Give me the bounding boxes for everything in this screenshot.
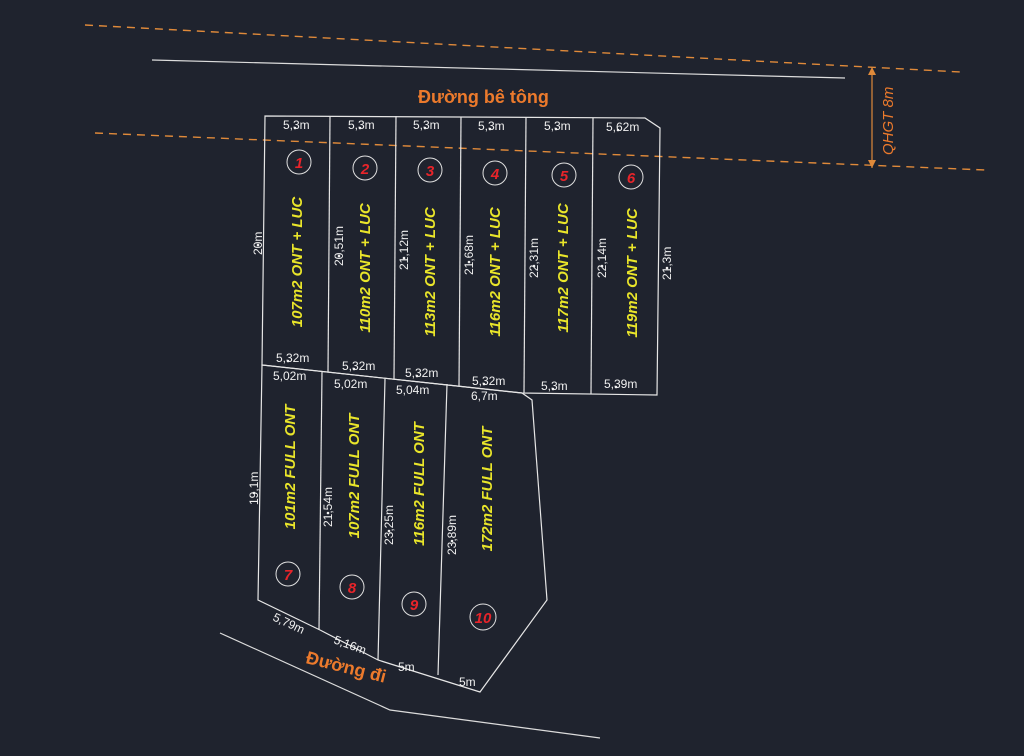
lot-5-number: 5 <box>560 168 569 185</box>
lot-8[interactable]: 5,02m 5,16m 21,54m 8 107m2 FULL ONT <box>321 377 368 657</box>
lot-5-bottom-dim: 5,3m <box>541 379 568 393</box>
qhgt-label: QHGT 8m <box>880 87 897 155</box>
lot-5-top-dim: 5,3m <box>544 119 571 133</box>
lot-7-side-dim: 19,1m <box>247 472 261 505</box>
lot-7[interactable]: 5,02m 5,79m 19,1m 7 101m2 FULL ONT <box>247 369 307 637</box>
lot-3-area: 113m2 ONT + LUC <box>422 206 439 337</box>
lot-5[interactable]: 5,3m 5,3m 22,31m 5 117m2 ONT + LUC <box>527 119 577 393</box>
lot-9-marker <box>401 591 427 617</box>
road-label-bottom: Đường đi <box>304 647 388 686</box>
lot-1-marker <box>286 149 312 175</box>
lot-7-marker <box>275 561 301 587</box>
lot-7-bottom-dim: 5,79m <box>271 610 307 637</box>
lot-3-number: 3 <box>426 163 435 180</box>
lot-3[interactable]: 5,3m 5,32m 21,12m 3 113m2 ONT + LUC <box>397 118 443 380</box>
lot-4-marker <box>482 160 508 186</box>
lot-8-bottom-dim: 5,16m <box>332 633 368 658</box>
divider-9-10 <box>437 383 448 676</box>
lot-10-number: 10 <box>475 610 492 627</box>
lot-5-area: 117m2 ONT + LUC <box>555 202 572 333</box>
qhgt-arrow-bottom <box>868 160 876 168</box>
lot-1-area: 107m2 ONT + LUC <box>289 196 306 328</box>
lot-8-area: 107m2 FULL ONT <box>346 412 363 539</box>
divider-4-5 <box>523 116 527 394</box>
lot-4[interactable]: 5,3m 5,32m 21,68m 4 116m2 ONT + LUC <box>462 119 508 388</box>
lot-5-marker <box>551 162 577 188</box>
road-edge-bottom <box>219 632 601 739</box>
lot-6-area: 119m2 ONT + LUC <box>624 207 641 338</box>
lot-7-top-dim: 5,02m <box>273 369 306 383</box>
lot-10[interactable]: 6,7m 5m 23,89m 10 172m2 FULL ONT <box>445 389 498 689</box>
lot-4-top-dim: 5,3m <box>478 119 505 133</box>
lot-1-top-dim: 5,3m <box>283 118 310 132</box>
lot-2-area: 110m2 ONT + LUC <box>357 202 374 333</box>
lot-1-bottom-dim: 5,32m <box>276 351 309 365</box>
lot-10-bottom-dim: 5m <box>459 675 476 689</box>
lot-3-top-dim: 5,3m <box>413 118 440 132</box>
lot-8-number: 8 <box>348 580 357 597</box>
lot-10-side-dim: 23,89m <box>445 515 459 555</box>
lot-4-area: 116m2 ONT + LUC <box>487 206 504 337</box>
lot-8-marker <box>339 574 365 600</box>
lot-9-side-dim: 23,25m <box>382 505 396 545</box>
lot-9-area: 116m2 FULL ONT <box>411 420 428 545</box>
lot-3-marker <box>417 157 443 183</box>
lot-2[interactable]: 5,3m 5,32m 20,51m 2 110m2 ONT + LUC <box>332 118 378 373</box>
lot-9-top-dim: 5,04m <box>396 383 429 397</box>
lot-6-side-right-dim: 21,3m <box>660 247 674 280</box>
lot-8-top-dim: 5,02m <box>334 377 367 391</box>
divider-7-8 <box>318 371 323 631</box>
divider-8-9 <box>377 378 386 661</box>
lot-6-number: 6 <box>627 170 636 187</box>
lot-6-side-dim: 22,14m <box>595 238 609 278</box>
qhgt-arrow-top <box>868 67 876 75</box>
lot-3-bottom-dim: 5,32m <box>405 366 438 380</box>
lot-9[interactable]: 5,04m 5m 23,25m 9 116m2 FULL ONT <box>382 383 429 674</box>
lot-10-top-dim: 6,7m <box>471 389 498 403</box>
lot-7-area: 101m2 FULL ONT <box>282 403 299 530</box>
divider-2-3 <box>393 115 397 380</box>
lot-7-number: 7 <box>284 567 293 584</box>
lot-6-bottom-dim: 5,39m <box>604 377 637 391</box>
lot-6-marker <box>618 164 644 190</box>
lot-6[interactable]: 5,62m 5,39m 22,14m 21,3m 6 119m2 ONT + L… <box>595 120 674 391</box>
lot-4-side-dim: 21,68m <box>462 235 476 275</box>
lot-2-bottom-dim: 5,32m <box>342 359 375 373</box>
dimension-dots <box>252 126 669 543</box>
lot-5-side-dim: 22,31m <box>527 238 541 278</box>
lot-2-number: 2 <box>360 161 370 178</box>
divider-1-2 <box>327 115 331 373</box>
divider-5-6 <box>590 117 594 395</box>
lot-8-side-dim: 21,54m <box>321 487 335 527</box>
lot-4-number: 4 <box>490 166 500 183</box>
lot-1[interactable]: 5,3m 5,32m 20m 1 107m2 ONT + LUC <box>251 118 312 365</box>
lot-4-bottom-dim: 5,32m <box>472 374 505 388</box>
lot-9-number: 9 <box>410 597 419 614</box>
divider-3-4 <box>458 116 462 387</box>
road-label-top: Đường bê tông <box>418 87 549 107</box>
lot-2-side-dim: 20,51m <box>332 226 346 266</box>
lot-3-side-dim: 21,12m <box>397 230 411 270</box>
lot-1-side-dim: 20m <box>251 232 265 255</box>
bottom-block-outline <box>257 364 548 693</box>
planning-boundary-bottom <box>94 132 986 171</box>
road-edge-top <box>151 59 846 79</box>
lot-1-number: 1 <box>295 155 303 172</box>
lot-6-top-dim: 5,62m <box>606 120 639 134</box>
lot-10-marker <box>469 603 497 631</box>
lot-2-top-dim: 5,3m <box>348 118 375 132</box>
planning-boundary-top <box>84 24 961 73</box>
lot-9-bottom-dim: 5m <box>398 660 415 674</box>
lot-2-marker <box>352 155 378 181</box>
lot-10-area: 172m2 FULL ONT <box>479 425 496 552</box>
